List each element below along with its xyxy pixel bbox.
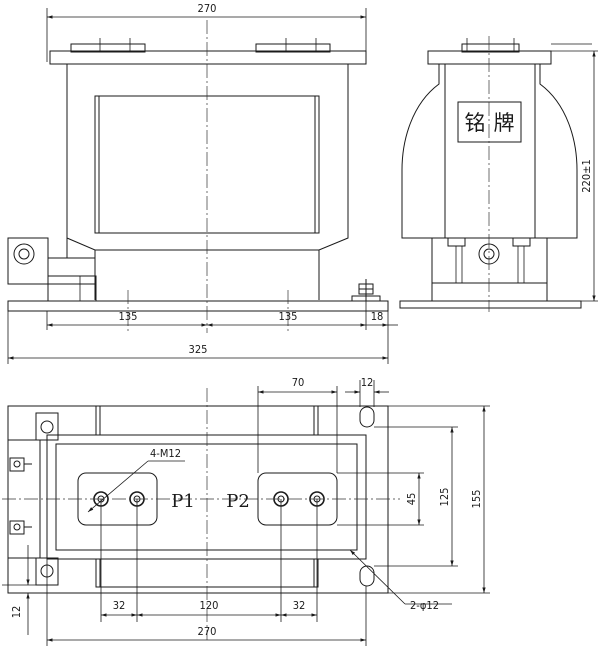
nameplate-char-1: 铭: [465, 111, 486, 135]
callout-4-m12: 4-M12: [150, 447, 181, 460]
dim-top-32-right: 32: [293, 599, 306, 612]
dim-top-270: 270: [198, 625, 217, 638]
dim-front-135-left: 135: [119, 310, 138, 323]
nameplate-char-2: 牌: [494, 111, 515, 135]
terminal-p2-label: P2: [226, 491, 250, 512]
dim-side-220: 220±1: [580, 159, 593, 192]
side-view: 铭 牌 220±1: [399, 36, 598, 312]
dim-top-120: 120: [200, 599, 219, 612]
dim-left-12: 12: [10, 606, 23, 619]
dim-top-70: 70: [292, 376, 305, 389]
callout-2-phi12: 2-φ12: [410, 599, 439, 612]
dim-front-270: 270: [198, 2, 217, 15]
dim-top-45: 45: [405, 493, 418, 506]
terminal-p1-label: P1: [171, 491, 195, 512]
dim-top-125: 125: [438, 488, 451, 507]
dim-front-135-right: 135: [279, 310, 298, 323]
top-view: P1 P2 4-M12 70 12 45 125 155: [2, 376, 490, 646]
dim-front-18: 18: [371, 310, 384, 323]
dim-top-12: 12: [361, 376, 374, 389]
dim-top-155: 155: [470, 490, 483, 509]
front-view: 270: [7, 2, 398, 364]
dim-top-32-left: 32: [113, 599, 126, 612]
dim-front-325: 325: [189, 343, 208, 356]
